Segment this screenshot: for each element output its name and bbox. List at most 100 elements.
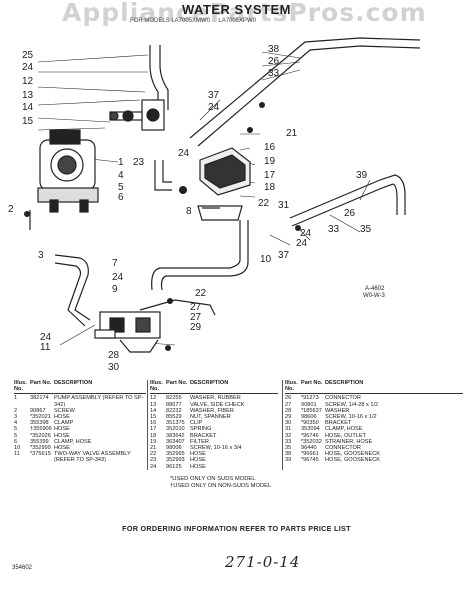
callout: 1 [118, 157, 124, 168]
callout: 25 [22, 50, 34, 61]
callout: 26 [344, 208, 356, 219]
callout: 14 [22, 102, 34, 113]
callout: 9 [112, 284, 118, 295]
parts-header: Illus. No.Part No.DESCRIPTION [285, 380, 463, 395]
callout: 18 [264, 182, 276, 193]
callout: 6 [118, 192, 124, 203]
callout: 24 [300, 228, 312, 239]
callout: 24 [40, 332, 52, 343]
callout-numbers: 25 24 12 13 14 15 1 2 3 4 5 6 23 24 38 2… [8, 44, 372, 373]
callout: 38 [268, 44, 280, 55]
callout: 4 [118, 170, 124, 181]
side-check-valve [109, 99, 165, 131]
filter-housing [199, 147, 251, 196]
callout: 23 [133, 157, 145, 168]
callout: 27 [190, 302, 202, 313]
callout: 26 [268, 56, 280, 67]
callout: 28 [108, 350, 120, 361]
footnotes: *USED ONLY ON SUDS MODEL †USED ONLY ON N… [170, 476, 271, 490]
page-title: WATER SYSTEM [181, 2, 292, 17]
footnote-non-suds: †USED ONLY ON NON-SUDS MODEL [170, 483, 272, 489]
callout: 31 [278, 200, 290, 211]
diagram-ref-secondary: W0-W-3 [363, 293, 386, 299]
parts-header: Illus. No.Part No.DESCRIPTION [14, 380, 146, 395]
callout: 5 [118, 182, 124, 193]
callout: 39 [356, 170, 368, 181]
callout: 16 [264, 142, 276, 153]
callout: 19 [264, 156, 276, 167]
hose-10 [151, 220, 241, 291]
callout: 37 [278, 250, 290, 261]
column-divider [282, 380, 283, 470]
callout: 11 [40, 342, 51, 353]
right-gooseneck-hose [289, 174, 406, 219]
callout: 3 [38, 250, 44, 261]
bracket [197, 205, 243, 221]
callout: 22 [195, 288, 207, 299]
model-subtitle: FOR MODELS LA7005XMW0 ... LA7005XPW0 [130, 18, 257, 24]
handwritten-note: 271-0-14 [225, 553, 301, 571]
top-diagonal-hose [189, 37, 421, 139]
callout: 24 [208, 102, 220, 113]
callout: 7 [112, 258, 118, 269]
parts-header: Illus. No.Part No.DESCRIPTION [150, 380, 278, 395]
footnote-suds: *USED ONLY ON SUDS MODEL [170, 476, 256, 482]
clamps-and-screws [24, 102, 301, 351]
callout: 24 [112, 272, 124, 283]
callout: 29 [190, 322, 202, 333]
callout: 30 [108, 362, 120, 373]
callout: 35 [360, 224, 372, 235]
diagram-ref: A-4602 [365, 286, 385, 292]
callout: 2 [8, 204, 14, 215]
callout: 33 [328, 224, 340, 235]
callout: 33 [268, 68, 280, 79]
callout: 27 [190, 312, 202, 323]
callout: 24 [178, 148, 190, 159]
exploded-diagram: 25 24 12 13 14 15 1 2 3 4 5 6 23 24 38 2… [8, 37, 421, 373]
watermark: AppliancePartsPros.com [62, 0, 427, 27]
callout: 12 [22, 76, 34, 87]
two-way-valve-assembly [94, 311, 161, 353]
pump-assembly [37, 129, 99, 213]
callout: 37 [208, 90, 220, 101]
hose-22 [139, 299, 216, 316]
callout: 24 [296, 238, 308, 249]
callout: 13 [22, 90, 34, 101]
callout: 21 [286, 128, 298, 139]
gooseneck-hose [149, 45, 159, 110]
hose-lines [29, 37, 421, 346]
callout: 8 [186, 206, 192, 217]
callout: 22 [258, 198, 270, 209]
ordering-note: FOR ORDERING INFORMATION REFER TO PARTS … [122, 524, 351, 533]
